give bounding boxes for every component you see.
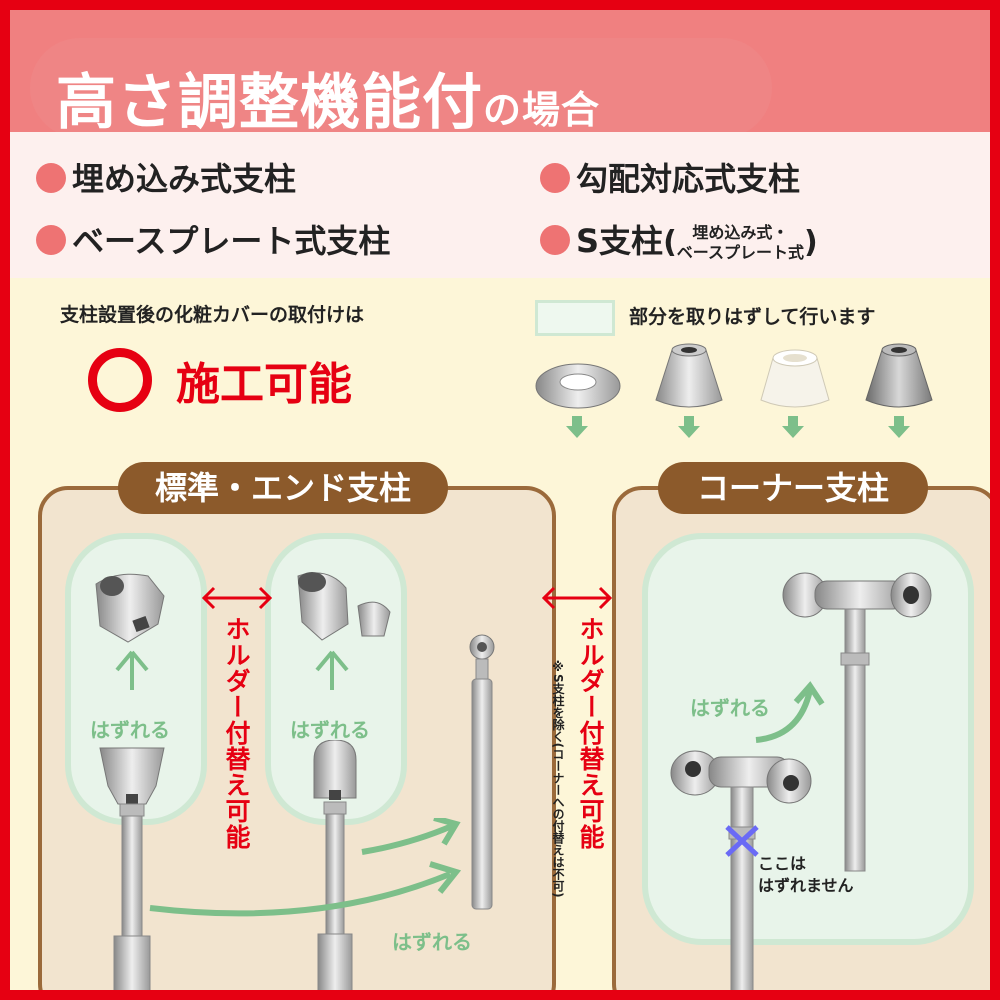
removal-note-text: 部分を取りはずして行います — [629, 306, 876, 328]
down-arrow-icon — [888, 416, 910, 438]
type-item-slope: 勾配対応式支柱 — [540, 154, 800, 200]
holder-swap-text: ホルダー付替え可能 — [222, 616, 251, 850]
cone-cover-stainless-icon — [865, 343, 933, 408]
ok-text: 施工可能 — [176, 359, 352, 410]
holder-swap-note: ※S支柱を除く(コーナーへの付替えは不可) — [551, 660, 565, 898]
main-panel: 支柱設置後の化粧カバーの取付けは 施工可能 部分を取りはずして行います — [10, 278, 990, 990]
not-removable-line2: はずれません — [758, 876, 854, 895]
flat-ring-cover-icon — [535, 363, 621, 409]
not-removable-note: ここははずれません — [758, 853, 854, 897]
removable-label: はずれる — [392, 930, 472, 954]
t-holder-part-icon — [95, 573, 165, 643]
curved-arrow-icon — [149, 818, 462, 917]
elbow-holder-part-icon — [297, 572, 391, 641]
type-item-embedded: 埋め込み式支柱 — [36, 154, 296, 200]
up-arrow-icon — [115, 650, 149, 690]
title-box: 高さ調整機能付の場合 — [30, 38, 772, 138]
circle-ok-icon — [88, 348, 152, 412]
removable-label: はずれる — [290, 718, 370, 742]
cover-note: 支柱設置後の化粧カバーの取付けは — [60, 304, 365, 326]
down-arrow-icon — [678, 416, 700, 438]
corner-post-image — [670, 750, 812, 990]
s-post-paren-line1: 埋め込み式・ — [692, 223, 789, 242]
curved-up-arrow-icon — [755, 681, 825, 743]
s-post-paren-line2: ベースプレート式 — [676, 243, 804, 262]
not-removable-line1: ここは — [758, 854, 807, 873]
type-item-s-post: S支柱(埋め込み式・ベースプレート式) — [540, 216, 818, 263]
up-arrow-icon — [315, 650, 349, 690]
corner-holder-removed-image — [782, 572, 932, 872]
header-band: 高さ調整機能付の場合 — [10, 10, 990, 138]
standard-end-post-label: 標準・エンド支柱 — [118, 462, 448, 514]
page-title: 高さ調整機能付の場合 — [56, 68, 601, 138]
post-type-list: 埋め込み式支柱 ベースプレート式支柱 勾配対応式支柱 S支柱(埋め込み式・ベース… — [10, 132, 990, 278]
swap-arrow-icon — [201, 586, 273, 610]
swap-arrow-icon — [541, 586, 613, 610]
removable-label: はずれる — [90, 718, 170, 742]
highlight-legend-swatch — [535, 300, 615, 336]
inner-post-image — [469, 634, 495, 910]
down-arrow-icon — [782, 416, 804, 438]
cone-cover-white-icon — [760, 349, 830, 408]
page-title-suffix: の場合 — [483, 88, 601, 132]
type-item-baseplate: ベースプレート式支柱 — [36, 216, 390, 262]
down-arrow-icon — [566, 416, 588, 438]
bullet-dot-icon — [36, 163, 66, 193]
bullet-dot-icon — [540, 225, 570, 255]
removable-label: はずれる — [690, 696, 770, 720]
standard-post-image — [99, 747, 165, 990]
holder-swap-text-corner: ホルダー付替え可能 — [576, 616, 605, 850]
corner-post-label: コーナー支柱 — [658, 462, 928, 514]
bullet-dot-icon — [36, 225, 66, 255]
cone-cover-silver-icon — [655, 343, 723, 408]
bullet-dot-icon — [540, 163, 570, 193]
